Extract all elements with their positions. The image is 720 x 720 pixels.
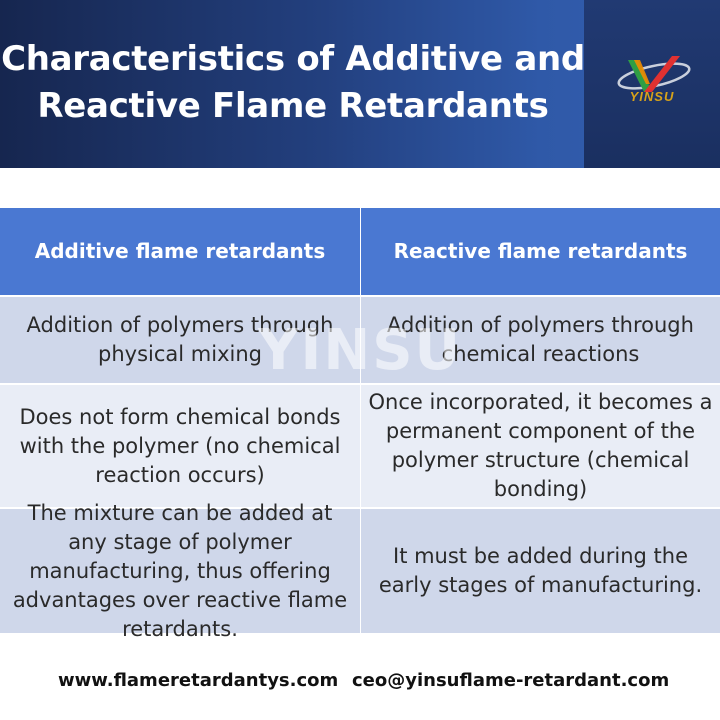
- logo-panel: YINSU: [584, 0, 720, 168]
- table-row: The mixture can be added at any stage of…: [0, 501, 720, 641]
- table-row: Does not form chemical bonds with the po…: [0, 385, 720, 507]
- table-cell: The mixture can be added at any stage of…: [0, 501, 360, 641]
- email-link[interactable]: ceo@yinsuflame-retardant.com: [352, 670, 670, 691]
- table-cell: It must be added during the early stages…: [361, 509, 720, 633]
- table-cell: Once incorporated, it becomes a permanen…: [361, 385, 720, 507]
- column-header-additive: Additive flame retardants: [0, 208, 360, 295]
- title-line-2: Reactive Flame Retardants: [37, 86, 549, 126]
- page-title: Characteristics of Additive and Reactive…: [0, 36, 586, 130]
- table-cell: Does not form chemical bonds with the po…: [0, 385, 360, 507]
- brand-name: YINSU: [629, 89, 675, 104]
- website-link[interactable]: www.flameretardantys.com: [58, 670, 339, 691]
- yinsu-v-logo-icon: [617, 56, 691, 92]
- title-line-1: Characteristics of Additive and: [1, 39, 585, 79]
- table-row: Addition of polymers through physical mi…: [0, 297, 720, 383]
- table-cell: Addition of polymers through chemical re…: [361, 297, 720, 383]
- table-cell: Addition of polymers through physical mi…: [0, 297, 360, 383]
- column-header-reactive: Reactive flame retardants: [361, 208, 720, 295]
- footer: www.flameretardantys.com ceo@yinsuflame-…: [0, 670, 720, 700]
- table-header-row: Additive flame retardants Reactive flame…: [0, 208, 720, 295]
